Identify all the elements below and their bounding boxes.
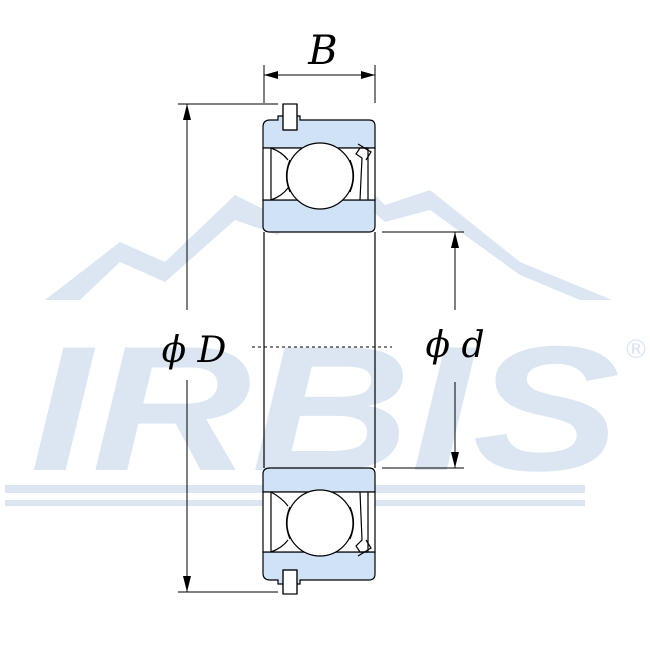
ball-bottom (286, 489, 354, 557)
bearing-section-bottom (262, 467, 376, 595)
bearing-section-top (262, 103, 376, 233)
watermark-registered-mark: ® (623, 335, 649, 365)
dimension-inner-label: ϕ d (425, 325, 484, 366)
ball-top (286, 142, 354, 210)
watermark-mountains (45, 152, 612, 300)
dimension-inner-diameter (382, 231, 464, 469)
dimension-width (263, 65, 376, 103)
dimension-outer-label: ϕ D (162, 330, 227, 371)
bearing-bore (263, 232, 376, 468)
dimension-outer-diameter (178, 103, 278, 593)
dimension-width-label: B (307, 28, 337, 74)
